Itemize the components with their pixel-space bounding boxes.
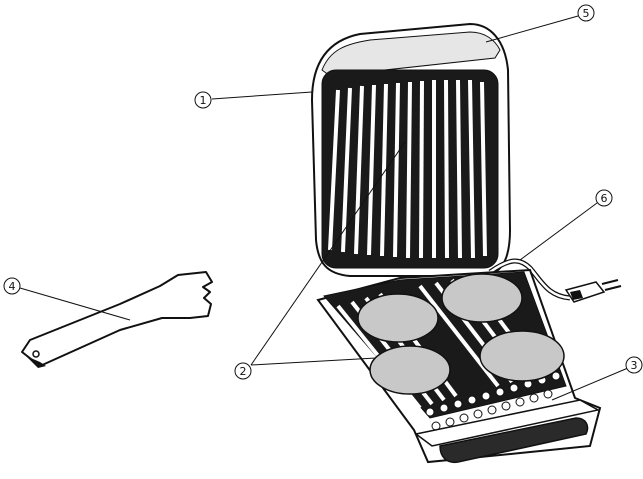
patty [480, 331, 564, 381]
svg-text:6: 6 [601, 192, 608, 205]
spatula [22, 272, 212, 368]
svg-text:5: 5 [583, 7, 590, 20]
callout-5: 5 [578, 5, 594, 21]
callout-6: 6 [596, 190, 612, 206]
grill-lid [312, 24, 510, 276]
callout-2: 2 [235, 363, 251, 379]
callout-3: 3 [626, 357, 642, 373]
svg-text:1: 1 [200, 94, 207, 107]
patty [370, 346, 450, 394]
patty [442, 274, 522, 322]
callout-4: 4 [4, 278, 20, 294]
patty [358, 294, 438, 342]
svg-text:2: 2 [240, 365, 247, 378]
callout-1: 1 [195, 92, 211, 108]
svg-text:4: 4 [9, 280, 16, 293]
svg-text:3: 3 [631, 359, 638, 372]
